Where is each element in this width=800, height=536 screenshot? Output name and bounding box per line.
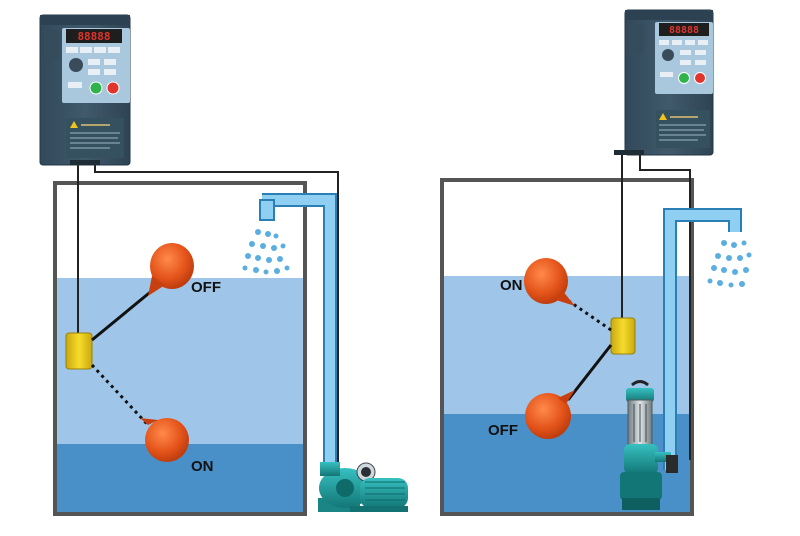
right-diagram: ON OFF 88888 (440, 9, 752, 516)
right-tank (440, 178, 694, 516)
left-vfd-display-text: 88888 (77, 30, 110, 43)
left-vfd-display (66, 29, 122, 43)
left-vfd-stop-button (106, 81, 120, 95)
right-lower-arm (566, 344, 613, 401)
left-pipe-outlet (259, 199, 275, 221)
right-vfd-run-button (678, 72, 690, 84)
left-vfd-run-button (89, 81, 103, 95)
left-vfd: 88888 (39, 14, 131, 166)
left-lower-float-ball (140, 418, 189, 462)
left-lower-float-label: ON (191, 458, 214, 475)
left-diagram: OFF ON 88 (39, 14, 408, 516)
right-water-spray (707, 240, 752, 288)
right-vfd: 88888 (614, 9, 714, 156)
left-tank (53, 181, 307, 516)
right-pipe (665, 210, 740, 470)
left-water-upper (55, 278, 305, 444)
right-float-switch (610, 317, 636, 355)
left-upper-float-ball (148, 243, 194, 296)
surface-pump (318, 462, 408, 512)
right-vfd-display-text: 88888 (669, 25, 699, 36)
left-pump-cable (94, 165, 339, 470)
left-water-spray (242, 229, 290, 275)
right-upper-float-ball (524, 258, 575, 306)
right-upper-float-label: ON (500, 277, 523, 294)
right-lower-float-ball (525, 390, 575, 439)
left-float-switch (65, 332, 93, 370)
right-lower-float-label: OFF (488, 422, 518, 439)
submersible-pump (620, 380, 678, 510)
right-vfd-stop-button (694, 72, 706, 84)
left-upper-float-label: OFF (191, 279, 221, 296)
left-pipe (262, 195, 335, 470)
right-pump-cable (639, 155, 691, 460)
right-vfd-display (659, 23, 709, 36)
